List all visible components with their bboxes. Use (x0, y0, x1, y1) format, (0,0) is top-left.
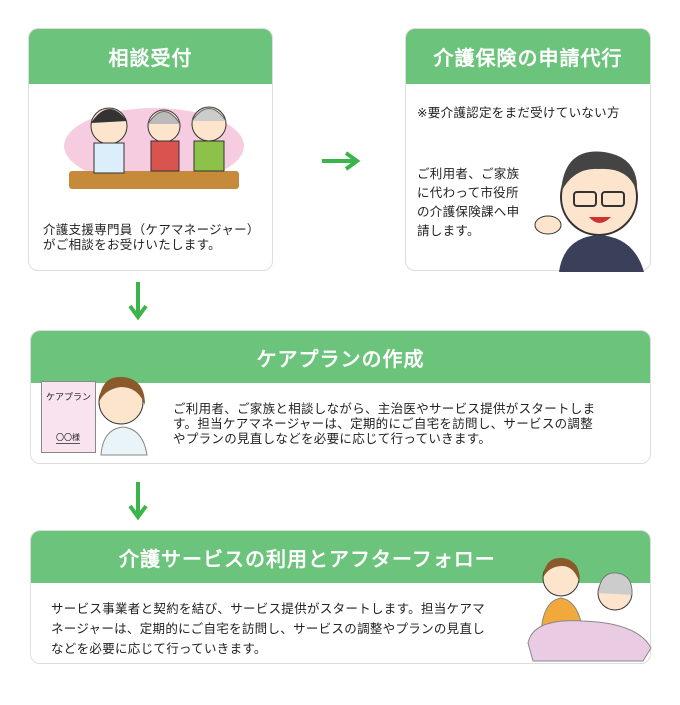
caregiver-illustration (523, 553, 653, 663)
step-care-plan: ケアプランの作成 ケアプラン 〇〇様 ご利用者、ご家族と相談しながら、主治医やサ… (30, 330, 651, 464)
step-text-line: 請します。 (417, 223, 480, 238)
care-plan-document: ケアプラン 〇〇様 (41, 381, 96, 453)
arrow-down-icon (127, 280, 149, 322)
consultation-illustration (59, 91, 249, 206)
step-text-line: がご相談をお受けいたします。 (43, 237, 221, 252)
step-title: ケアプランの作成 (31, 331, 650, 383)
step-text-line: 介護支援専門員（ケアマネージャー） (43, 222, 260, 237)
step-text-line: ネージャーは、定期的にご自宅を訪問し、サービスの調整やプランの見直し (51, 621, 486, 636)
arrow-down-icon (127, 480, 149, 522)
step-note: ※要介護認定をまだ受けていない方 (417, 105, 620, 120)
step-consultation: 相談受付 介護支援専門員（ケアマネージャー） がご相談をお受けいたします。 (28, 28, 273, 271)
step-title: 介護保険の申請代行 (406, 29, 650, 84)
step-text-line: す。担当ケアマネージャーは、定期的にご自宅を訪問し、サービスの調整 (173, 416, 594, 431)
step-text-line: ご利用者、ご家族 (417, 166, 520, 181)
document-title: ケアプラン (46, 393, 92, 403)
step-title: 相談受付 (29, 29, 272, 84)
step-text-line: の介護保険課へ申 (417, 204, 520, 219)
step-text-line: ご利用者、ご家族と相談しながら、主治医やサービス提供がスタートしま (173, 401, 596, 416)
arrow-right-icon (320, 150, 362, 172)
step-service-followup: 介護サービスの利用とアフターフォロー サービス事業者と契約を結び、サービス提供が… (30, 530, 653, 664)
step-text-line: などを必要に応じて行っていきます。 (51, 641, 267, 656)
step-application: 介護保険の申請代行 ※要介護認定をまだ受けていない方 ご利用者、ご家族 に代わっ… (405, 28, 651, 272)
staff-man-illustration (534, 137, 649, 272)
document-name: 〇〇様 (56, 433, 80, 444)
step-text-line: に代わって市役所 (417, 185, 519, 200)
step-text-line: サービス事業者と契約を結び、サービス提供がスタートします。担当ケアマ (51, 601, 485, 616)
step-text-line: やプランの見直しなどを必要に応じて行っていきます。 (173, 431, 492, 446)
care-manager-woman-illustration (93, 367, 153, 457)
